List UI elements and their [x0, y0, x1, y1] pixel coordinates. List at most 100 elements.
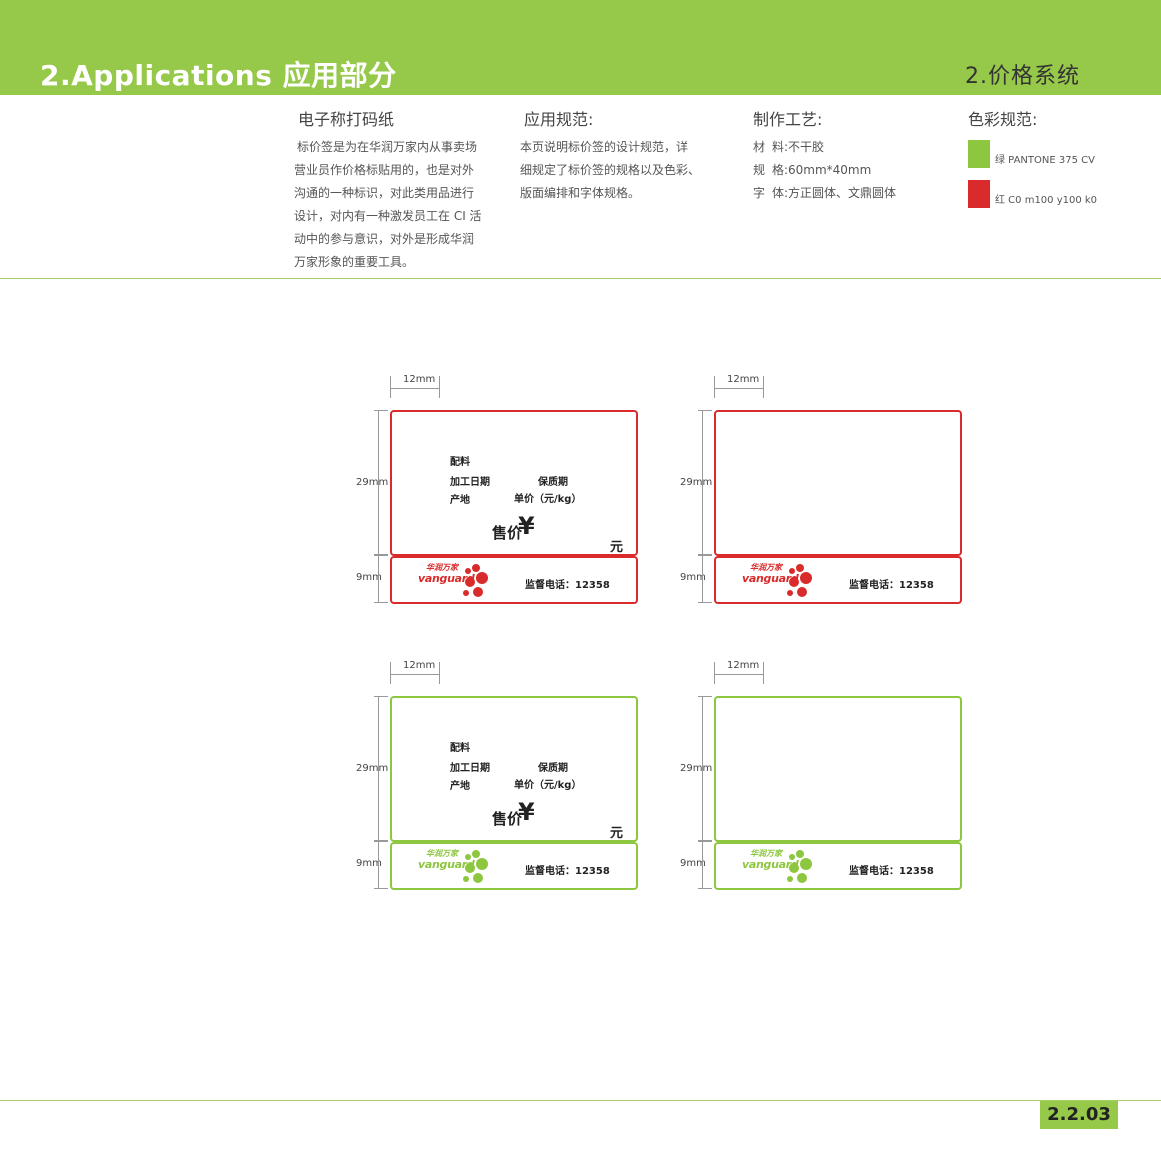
- label-top-panel: [714, 696, 962, 842]
- field-sale-price: 售价: [492, 524, 523, 542]
- swatch-green-row: 绿 PANTONE 375 CV: [968, 140, 1097, 168]
- spec-value: 不干胶: [788, 140, 825, 154]
- craft-column: 制作工艺: 材料: 不干胶 规格: 60mm*40mm 字体: 方正圆体、文鼎圆…: [753, 106, 896, 205]
- intro-column: 电子称打码纸 标价签是为在华润万家内从事卖场 营业员作价格标贴用的，也是对外 沟…: [294, 106, 482, 274]
- section-title: 2.价格系统: [965, 64, 1080, 89]
- field-unit-price: 单价（元/kg）: [514, 780, 582, 791]
- logo-dots-icon: [463, 564, 488, 597]
- craft-heading: 制作工艺:: [753, 110, 823, 129]
- logo-english: vanguard: [742, 858, 799, 871]
- page-number: 2.2.03: [1040, 1101, 1118, 1129]
- hotline-text: 监督电话：12358: [849, 580, 934, 591]
- spec-value: 60mm*40mm: [788, 163, 872, 177]
- intro-line: 万家形象的重要工具。: [294, 255, 415, 269]
- dimension-label: 29mm: [680, 477, 713, 488]
- field-sale-price: 售价: [492, 810, 523, 828]
- intro-line: 营业员作价格标贴用的，也是对外: [294, 163, 475, 177]
- field-shelf-life: 保质期: [538, 763, 568, 774]
- width-dimension: 12mm: [390, 374, 440, 398]
- bottom-height-dimension: 9mm: [680, 555, 712, 603]
- dimension-label: 9mm: [356, 858, 382, 869]
- swatch-red-row: 红 C0 m100 y100 k0: [968, 180, 1097, 208]
- field-yuan: 元: [610, 540, 624, 555]
- intro-body: 标价签是为在华润万家内从事卖场 营业员作价格标贴用的，也是对外 沟通的一种标识，…: [294, 136, 482, 274]
- width-dimension: 12mm: [714, 374, 764, 398]
- top-divider: [0, 278, 1161, 279]
- spec-label: 格:: [771, 163, 788, 177]
- bottom-divider: [0, 1100, 1161, 1101]
- usage-line: 本页说明标价签的设计规范，详: [520, 140, 689, 154]
- intro-heading: 电子称打码纸: [298, 110, 395, 129]
- dimension-label: 29mm: [680, 763, 713, 774]
- hotline-text: 监督电话：12358: [849, 866, 934, 877]
- vanguard-logo: 华润万家 vanguard: [742, 848, 812, 888]
- logo-dots-icon: [787, 850, 812, 883]
- hotline-text: 监督电话：12358: [525, 866, 610, 877]
- logo-english: vanguard: [742, 572, 799, 585]
- swatch-red: [968, 180, 990, 208]
- top-height-dimension: 29mm: [680, 696, 712, 841]
- spec-label: 体:: [771, 186, 788, 200]
- logo-chinese: 华润万家: [750, 849, 782, 858]
- price-label-green-full: 12mm 29mm 9mm 配料 加工日期 保质期 产地 单价（元/kg） 售价…: [356, 660, 674, 902]
- swatch-green-label: 绿 PANTONE 375 CV: [995, 154, 1095, 166]
- swatch-red-label: 红 C0 m100 y100 k0: [995, 194, 1098, 206]
- spec-label: 规: [753, 163, 766, 177]
- spec-font: 字体: 方正圆体、文鼎圆体: [753, 182, 896, 205]
- top-height-dimension: 29mm: [356, 696, 388, 841]
- dimension-label: 12mm: [727, 660, 760, 671]
- header-bar: 2.Applications 应用部分: [0, 0, 1161, 95]
- dimension-label: 12mm: [403, 660, 436, 671]
- logo-english: vanguard: [418, 858, 475, 871]
- field-yuan: 元: [610, 826, 624, 841]
- intro-line: 标价签是为在华润万家内从事卖场: [297, 140, 478, 154]
- intro-line: 动中的参与意识，对外是形成华润: [294, 232, 475, 246]
- width-dimension: 12mm: [390, 660, 440, 684]
- hotline-text: 监督电话：12358: [525, 580, 610, 591]
- yen-symbol: ¥: [518, 512, 535, 540]
- label-bottom-panel: 华润万家 vanguard 监督电话：12358: [714, 556, 962, 604]
- spec-label: 材: [753, 140, 766, 154]
- spec-value: 方正圆体、文鼎圆体: [788, 186, 897, 200]
- logo-chinese: 华润万家: [426, 849, 458, 858]
- field-shelf-life: 保质期: [538, 477, 568, 488]
- color-heading: 色彩规范:: [968, 110, 1038, 129]
- label-top-panel: 配料 加工日期 保质期 产地 单价（元/kg） 售价 ¥ 元: [390, 696, 638, 842]
- page-title: 2.Applications 应用部分: [40, 59, 397, 92]
- top-height-dimension: 29mm: [356, 410, 388, 555]
- logo-dots-icon: [787, 564, 812, 597]
- label-bottom-panel: 华润万家 vanguard 监督电话：12358: [714, 842, 962, 890]
- dimension-label: 12mm: [403, 374, 436, 385]
- label-top-panel: [714, 410, 962, 556]
- field-origin: 产地: [450, 495, 470, 506]
- logo-english: vanguard: [418, 572, 475, 585]
- dimension-label: 9mm: [356, 572, 382, 583]
- spec-size: 规格: 60mm*40mm: [753, 159, 896, 182]
- vanguard-logo: 华润万家 vanguard: [418, 848, 488, 888]
- spec-label: 字: [753, 186, 766, 200]
- spec-label: 料:: [771, 140, 788, 154]
- intro-line: 设计，对内有一种激发员工在 CI 活: [294, 209, 482, 223]
- width-dimension: 12mm: [714, 660, 764, 684]
- bottom-height-dimension: 9mm: [356, 555, 388, 603]
- intro-line: 沟通的一种标识，对此类用品进行: [294, 186, 475, 200]
- usage-heading: 应用规范:: [524, 110, 594, 129]
- field-origin: 产地: [450, 781, 470, 792]
- spec-material: 材料: 不干胶: [753, 136, 896, 159]
- field-ingredients: 配料: [450, 743, 470, 754]
- price-label-red-full: 12mm 29mm 9mm 配料 加工日期 保质期 产地 单价（元/kg） 售价…: [356, 374, 674, 616]
- label-bottom-panel: 华润万家 vanguard 监督电话：12358: [390, 842, 638, 890]
- vanguard-logo: 华润万家 vanguard: [418, 562, 488, 602]
- craft-body: 材料: 不干胶 规格: 60mm*40mm 字体: 方正圆体、文鼎圆体: [753, 136, 896, 205]
- dimension-label: 29mm: [356, 763, 389, 774]
- logo-dots-icon: [463, 850, 488, 883]
- logo-chinese: 华润万家: [750, 563, 782, 572]
- label-top-panel: 配料 加工日期 保质期 产地 单价（元/kg） 售价 ¥ 元: [390, 410, 638, 556]
- field-unit-price: 单价（元/kg）: [514, 494, 582, 505]
- dimension-label: 9mm: [680, 858, 706, 869]
- logo-chinese: 华润万家: [426, 563, 458, 572]
- bottom-height-dimension: 9mm: [356, 841, 388, 889]
- usage-line: 版面编排和字体规格。: [520, 186, 641, 200]
- swatch-green: [968, 140, 990, 168]
- vanguard-logo: 华润万家 vanguard: [742, 562, 812, 602]
